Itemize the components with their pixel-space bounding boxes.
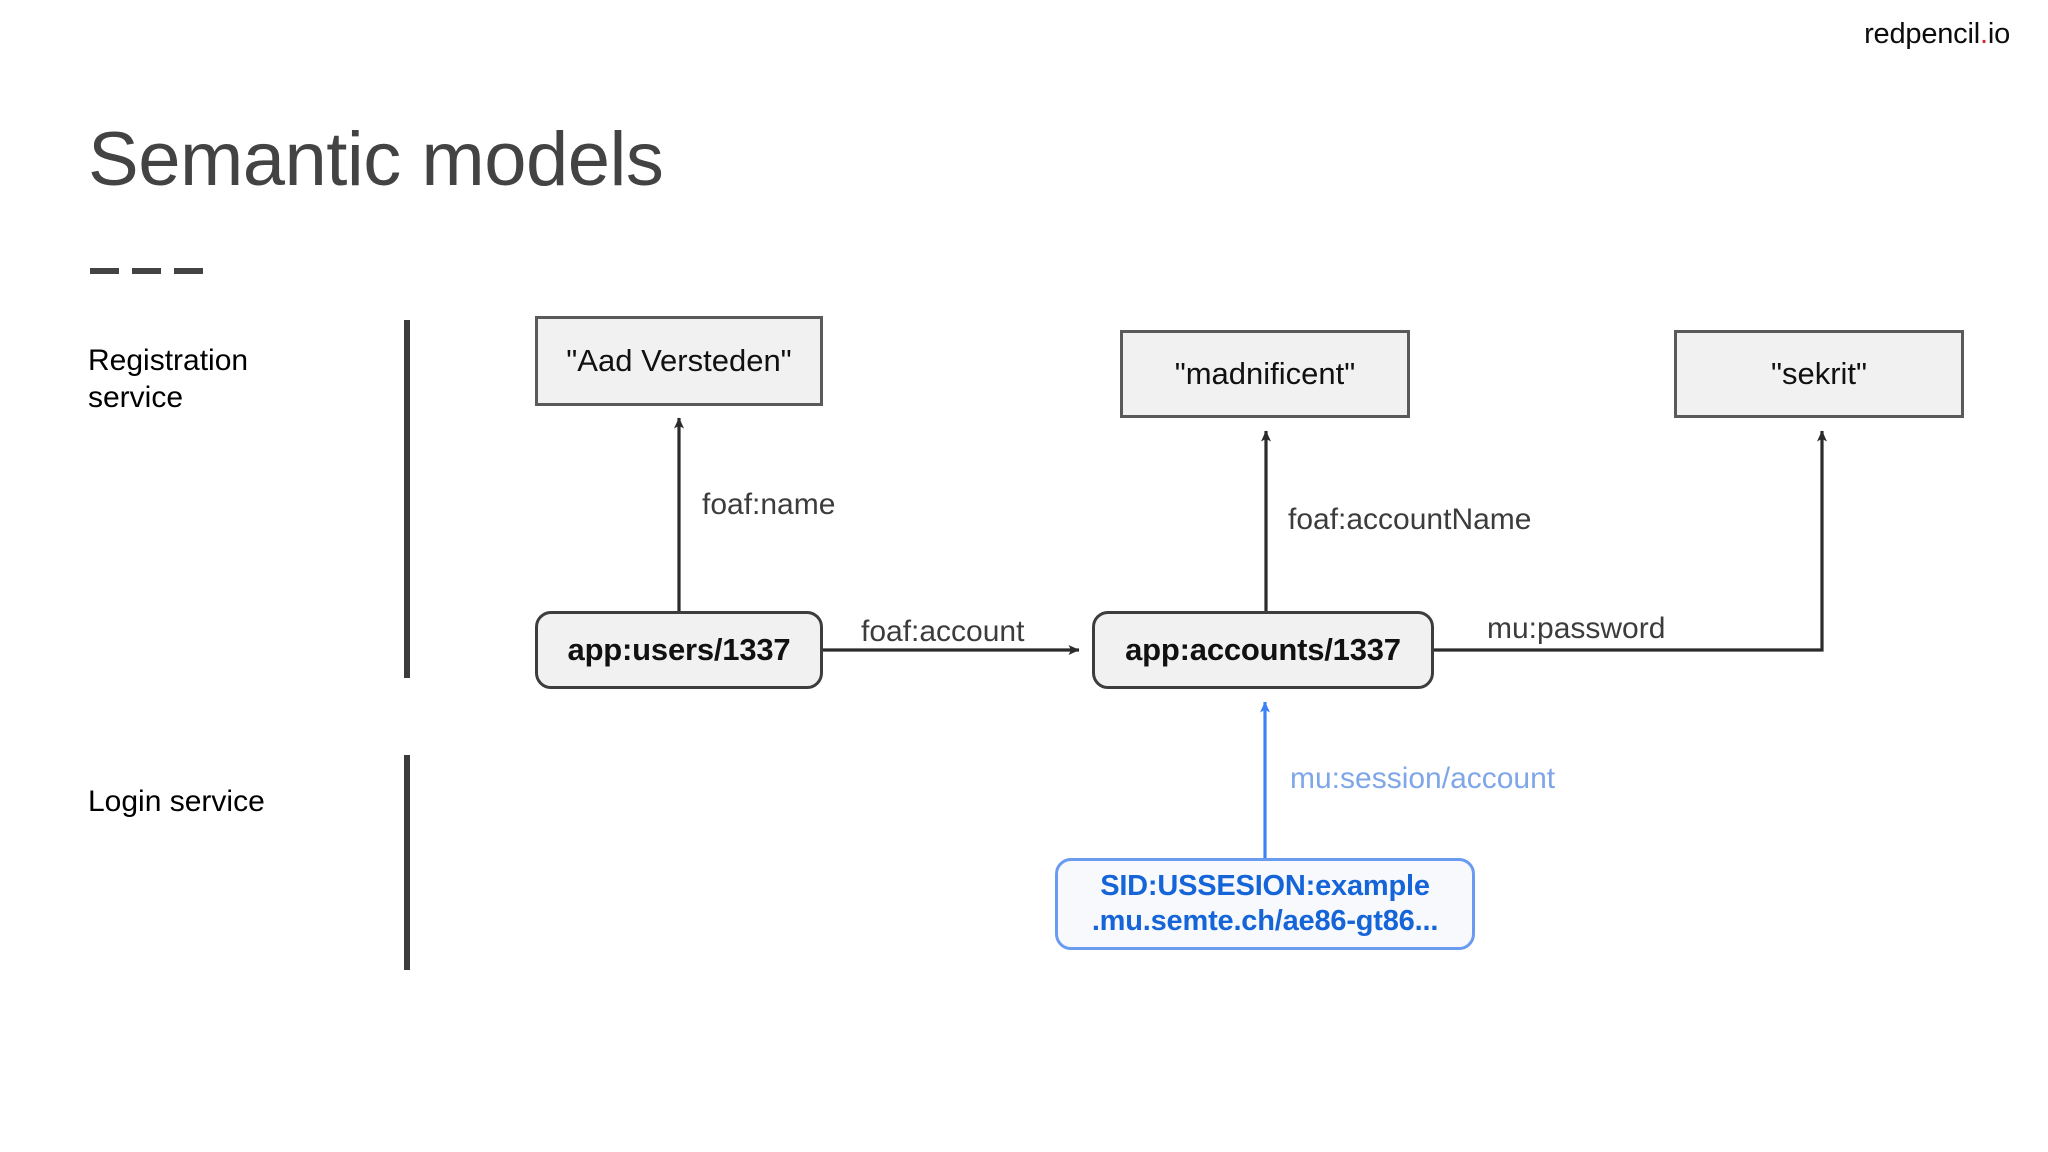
brand-suffix: io	[1987, 18, 2010, 50]
node-password-literal[interactable]: "sekrit"	[1674, 330, 1964, 418]
dash-1	[90, 268, 119, 274]
dash-3	[174, 268, 203, 274]
edge-label-foaf-account: foaf:account	[861, 615, 1025, 648]
dash-2	[132, 268, 161, 274]
brand-logo: redpencil.io	[1864, 18, 2010, 51]
node-session-id[interactable]: SID:USSESION:example .mu.semte.ch/ae86-g…	[1055, 858, 1475, 950]
node-app-users-1337[interactable]: app:users/1337	[535, 611, 823, 689]
brand-prefix: redpencil	[1864, 18, 1980, 50]
edge-label-mu-session-account: mu:session/account	[1290, 762, 1556, 795]
node-app-accounts-1337[interactable]: app:accounts/1337	[1092, 611, 1434, 689]
edge-label-mu-password: mu:password	[1487, 612, 1666, 645]
session-line-2: .mu.semte.ch/ae86-gt86...	[1091, 905, 1439, 937]
lane-label-login-service: Login service	[88, 785, 265, 818]
lane-label-registration-service: Registration service	[88, 344, 249, 414]
edge-label-foaf-accountname: foaf:accountName	[1288, 503, 1532, 536]
lane-divider-registration	[404, 320, 410, 678]
edge-label-foaf-name: foaf:name	[702, 488, 836, 521]
node-name-literal[interactable]: "Aad Versteden"	[535, 316, 823, 406]
brand-dot: .	[1979, 18, 1988, 50]
session-line-1: SID:USSESION:example	[1100, 870, 1430, 903]
node-accountname-literal[interactable]: "madnificent"	[1120, 330, 1410, 418]
lane-divider-login	[404, 755, 410, 970]
page-title: Semantic models	[88, 117, 664, 202]
edge-mu-password	[1434, 430, 1827, 652]
title-underline-dashes	[90, 268, 203, 274]
